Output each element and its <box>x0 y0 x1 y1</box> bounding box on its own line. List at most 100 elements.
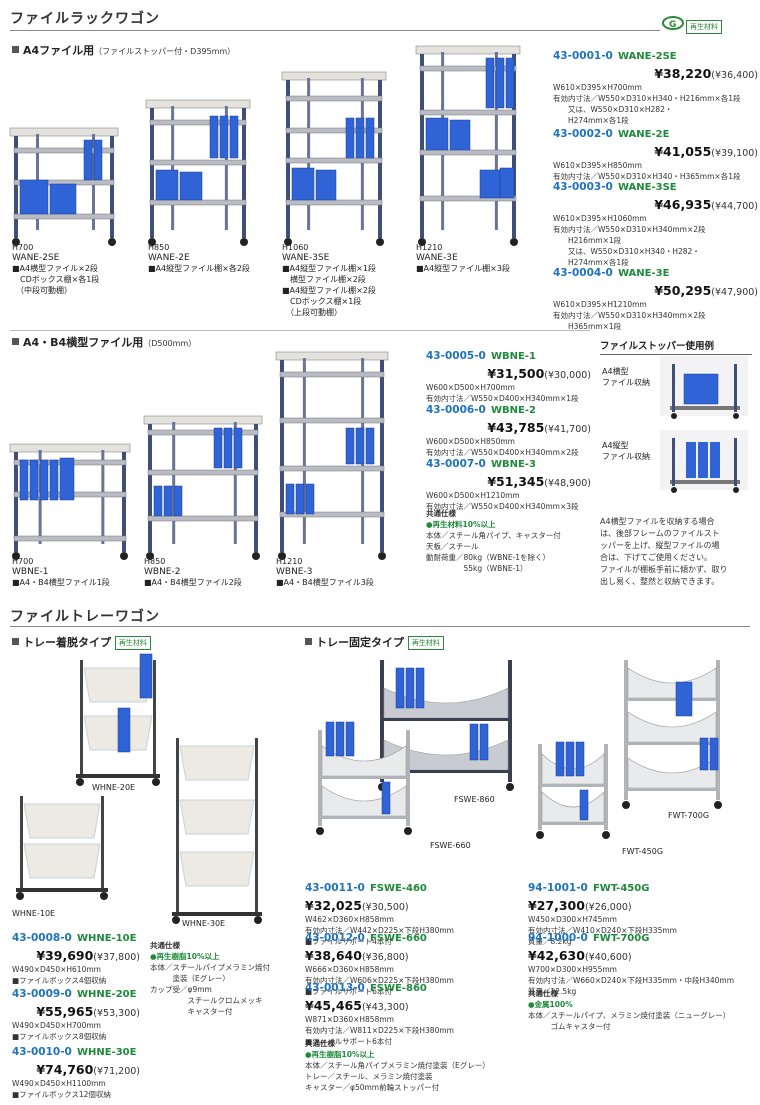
wagon-base <box>16 888 108 892</box>
product-94-1000-0: 94-1000-0 FWT-700G ¥42,630(¥40,600) W700… <box>528 932 735 996</box>
file-box <box>355 117 365 159</box>
rack-post-rear <box>171 106 175 230</box>
subsection-divider <box>10 330 590 331</box>
rack-shelf <box>419 109 517 116</box>
wagon-tray <box>83 667 153 703</box>
file-box <box>59 457 75 501</box>
img-label-fwt-700g: FWT-700G <box>668 811 710 820</box>
product-43-0004-0: 43-0004-0 WANE-3E ¥50,295(¥47,900) W610×… <box>553 267 758 331</box>
wagon-tier <box>383 739 509 771</box>
file-box <box>39 459 49 501</box>
file-box <box>29 459 39 501</box>
file-box <box>699 737 709 771</box>
stopper-shelf <box>670 480 740 484</box>
tray-wagon-illustrations <box>16 653 722 924</box>
img-label-fswe-860: FSWE-860 <box>454 795 495 804</box>
rack-shelf <box>13 535 127 542</box>
rack-shelf <box>279 511 385 518</box>
file-box <box>345 721 355 757</box>
rack-shelf <box>279 465 385 472</box>
rack-shelf <box>147 469 259 476</box>
caster-wheel <box>254 916 262 924</box>
file-box <box>19 179 49 215</box>
caster-wheel <box>146 552 154 560</box>
wagon-tray <box>23 803 101 839</box>
file-box <box>365 427 375 465</box>
file-box <box>93 139 103 181</box>
rack-top-board <box>145 99 251 109</box>
file-box <box>405 667 415 709</box>
rack-shelf <box>285 127 383 134</box>
file-box <box>709 737 719 771</box>
caster-wheel <box>671 487 677 493</box>
file-box <box>683 373 719 405</box>
file-box <box>355 427 365 465</box>
file-stopper-example-box: ファイルストッパー使用例 A4横型 ファイル収納 A4縦型 ファイル収納 A4横… <box>600 338 752 586</box>
rack-post-rear <box>224 106 228 230</box>
rack-shelf <box>147 429 259 436</box>
caster-wheel <box>120 552 128 560</box>
wagon-tier <box>321 785 407 817</box>
file-box <box>555 741 565 777</box>
common-spec-removable: 共通仕様 ●再生樹脂10%以上 本体／スチールパイプメラミン焼付 塗装（Eグレー… <box>150 941 270 1016</box>
file-box <box>213 427 223 469</box>
file-box <box>345 117 355 159</box>
file-box <box>449 119 471 151</box>
rack-post-rear <box>302 358 306 544</box>
product-list-b4: 43-0005-0 WBNE-1 ¥31,500(¥30,000) W600×D… <box>426 344 591 574</box>
rack-post <box>150 108 154 238</box>
caster-wheel <box>536 831 544 839</box>
caster-wheel <box>376 238 384 246</box>
wagon-tier-rail <box>380 718 512 721</box>
file-box <box>325 721 335 757</box>
caster-wheel <box>316 827 324 835</box>
wagon-post <box>624 660 628 800</box>
rack-post <box>242 108 246 238</box>
subsection-title-a4: A4ファイル用（ファイルストッパー付・D395mm） <box>12 42 235 58</box>
rack-post <box>110 136 114 238</box>
img-label-fwt-450g: FWT-450G <box>622 847 664 856</box>
product-43-0005-0: 43-0005-0 WBNE-1 ¥31,500(¥30,000) W600×D… <box>426 350 591 403</box>
caster-wheel <box>733 413 739 419</box>
subsection-title-a4-b4: A4・B4横型ファイル用（D500mm） <box>12 334 196 350</box>
img-label-fswe-660: FSWE-660 <box>430 841 471 850</box>
file-box <box>579 789 589 821</box>
rack-post <box>512 54 516 238</box>
rack-post <box>148 424 152 552</box>
caster-wheel <box>733 487 739 493</box>
file-box <box>219 115 229 159</box>
wagon-tier-rail <box>380 770 512 773</box>
stopper-shelf <box>670 406 740 410</box>
product-43-0006-0: 43-0006-0 WBNE-2 ¥43,785(¥41,700) W600×D… <box>426 404 591 457</box>
product-43-0011-0: 43-0011-0 FSWE-460 ¥32,025(¥30,500) W462… <box>305 882 454 946</box>
product-43-0009-0: 43-0009-0 WHNE-20E ¥55,965(¥53,300) W490… <box>12 988 140 1041</box>
wagon-post <box>255 738 258 912</box>
file-box <box>575 741 585 777</box>
wagon-tray <box>23 843 101 879</box>
wagon-base <box>172 912 262 916</box>
rack-post-rear <box>307 78 311 230</box>
wagon-tier <box>321 745 407 777</box>
file-box <box>710 442 720 478</box>
file-box <box>479 723 489 761</box>
product-list-a4: 43-0001-0 WANE-2SE ¥38,220(¥36,400) W610… <box>553 44 758 332</box>
file-box <box>291 167 315 201</box>
file-box <box>345 427 355 465</box>
caster-wheel <box>714 801 722 809</box>
rack-post <box>14 136 18 238</box>
product-list-fwt: 94-1001-0 FWT-450G ¥27,300(¥26,000) W450… <box>528 876 756 1032</box>
file-box <box>469 723 479 761</box>
svg-text:G: G <box>669 20 676 30</box>
file-box <box>381 781 391 815</box>
file-box <box>49 459 59 501</box>
stopper-post <box>672 438 675 486</box>
caster-wheel <box>284 238 292 246</box>
file-box <box>295 483 305 515</box>
wagon-tier-rail <box>538 822 608 825</box>
common-spec-b4: 共通仕様 ●再生材料10%以上 本体／スチール角パイプ、キャスター付 天板／スチ… <box>426 509 561 573</box>
caster-wheel <box>16 892 24 900</box>
file-box <box>155 169 179 201</box>
